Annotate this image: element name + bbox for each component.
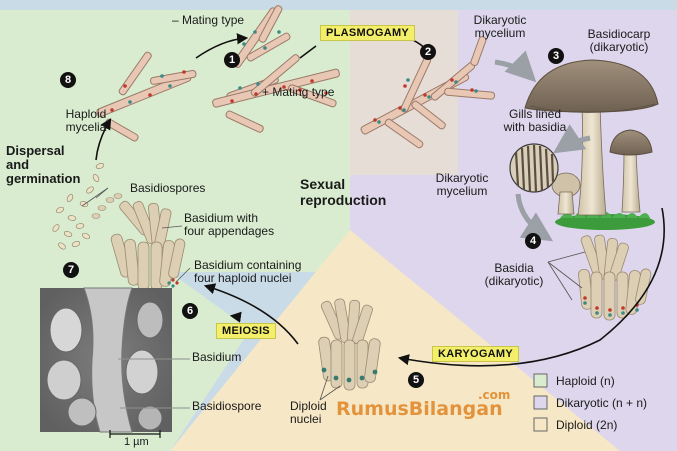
step-1-marker: 1 bbox=[224, 52, 240, 68]
haploid-basidium-nuclei bbox=[167, 278, 179, 288]
electron-micrograph bbox=[40, 287, 190, 438]
karyogamy-tag: KARYOGAMY bbox=[432, 346, 520, 362]
minus-mating-type-label: – Mating type bbox=[172, 13, 245, 27]
basidiospores-label: Basidiospores bbox=[130, 181, 206, 195]
step-2-marker: 2 bbox=[420, 44, 436, 60]
gills-label: Gills lined with basidia bbox=[503, 107, 567, 134]
plus-mating-type-hyphae bbox=[212, 54, 340, 133]
dikaryotic-mycelium-top-label: Dikaryotic mycelium bbox=[473, 13, 527, 40]
diploid-region bbox=[170, 230, 620, 451]
step-3-marker: 3 bbox=[548, 48, 564, 64]
micrograph-basidium-label: Basidium bbox=[192, 350, 242, 364]
legend-swatch-dikaryotic bbox=[533, 395, 548, 410]
basidiospores-scatter bbox=[52, 163, 105, 250]
watermark-suffix: .com bbox=[478, 388, 511, 402]
dikaryotic-basidia-cluster bbox=[578, 234, 652, 321]
step-5-marker: 5 bbox=[408, 372, 424, 388]
basidium-appendages bbox=[91, 193, 123, 219]
step-6-marker: 6 bbox=[182, 303, 198, 319]
haploid-mycelia-hyphae bbox=[96, 51, 197, 142]
gills-magnified-view bbox=[509, 143, 559, 193]
legend-dikaryotic: Dikaryotic (n + n) bbox=[556, 396, 648, 410]
legend-haploid: Haploid (n) bbox=[556, 374, 615, 388]
micrograph-basidiospore-label: Basidiospore bbox=[192, 399, 262, 413]
plasmogamy-tag: PLASMOGAMY bbox=[320, 25, 416, 41]
legend-diploid: Diploid (2n) bbox=[556, 418, 618, 432]
watermark-main: RumusBilangan bbox=[336, 398, 503, 420]
diploid-nuclei-dots bbox=[321, 367, 378, 383]
meiosis-tag: MEIOSIS bbox=[216, 323, 276, 339]
dikaryotic-mycelium-hyphae bbox=[360, 36, 496, 149]
diploid-basidia-cluster bbox=[318, 298, 381, 391]
dikaryotic-mycelium-mid-label: Dikaryotic mycelium bbox=[435, 171, 489, 198]
dikaryotic-mycelium-nuclei bbox=[373, 78, 478, 124]
diploid-nuclei-label: Diploid nuclei bbox=[290, 399, 327, 426]
leader-lines bbox=[81, 187, 586, 401]
mating-type-nuclei bbox=[230, 30, 328, 103]
sexual-reproduction-label: Sexual reproduction bbox=[300, 176, 387, 208]
basidium-four-appendages-label: Basidium with four appendages bbox=[184, 211, 275, 238]
basidia-dikaryotic-label: Basidia (dikaryotic) bbox=[484, 261, 544, 288]
haploid-mycelia-nuclei bbox=[110, 70, 186, 112]
step-4-marker: 4 bbox=[525, 233, 541, 249]
plus-mating-type-label: + Mating type bbox=[262, 85, 335, 99]
basidium-four-nuclei-label: Basidium containing four haploid nuclei bbox=[194, 258, 302, 285]
dispersal-label: Dispersal and germination bbox=[6, 143, 81, 186]
dikaryotic-basidia-nuclei bbox=[583, 296, 639, 317]
basidiocarp-label: Basidiocarp (dikaryotic) bbox=[587, 27, 651, 54]
haploid-basidia-cluster bbox=[110, 200, 186, 291]
legend-swatch-haploid bbox=[533, 373, 548, 388]
legend-swatch-diploid bbox=[533, 417, 548, 432]
scale-bar-label: 1 µm bbox=[124, 436, 149, 448]
step-8-marker: 8 bbox=[60, 72, 76, 88]
basidiocarp-mushroom bbox=[524, 59, 659, 230]
haploid-mycelia-label: Haploid mycelia bbox=[65, 107, 107, 134]
step-7-marker: 7 bbox=[63, 262, 79, 278]
gray-flow-arrows bbox=[494, 50, 591, 242]
